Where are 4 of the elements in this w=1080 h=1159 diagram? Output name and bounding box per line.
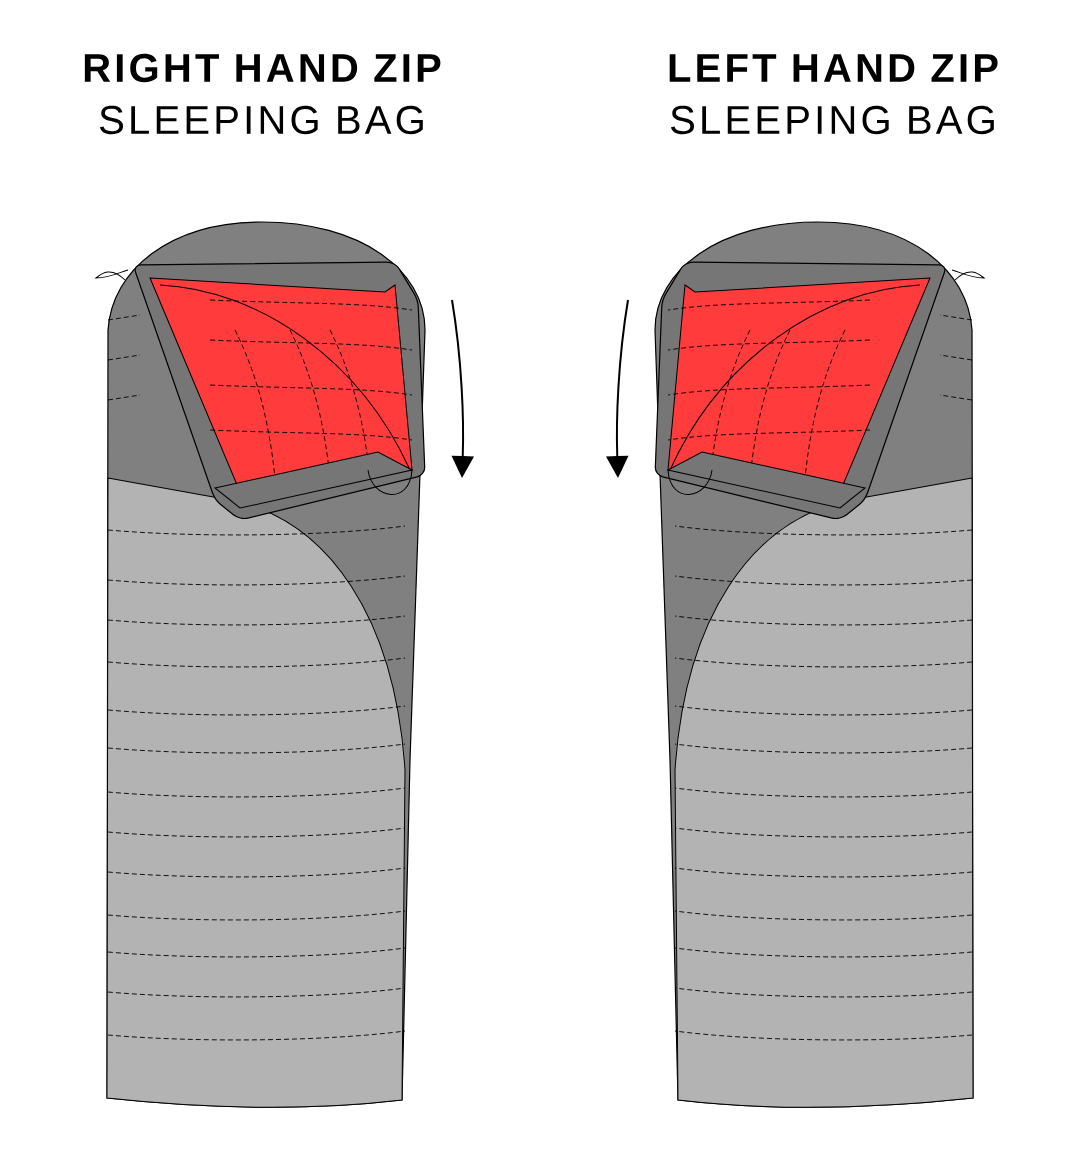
- heading: RIGHT HAND ZIP: [84, 53, 441, 83]
- heading: LEFT HAND ZIP: [669, 54, 998, 82]
- subheading: SLEEPING BAG: [671, 105, 994, 135]
- subheading: SLEEPING BAG: [100, 105, 423, 135]
